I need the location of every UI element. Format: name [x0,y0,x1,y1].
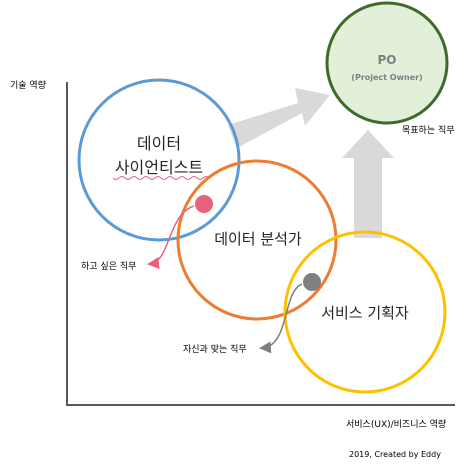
data-scientist-circle [77,78,241,242]
credit-text: 2019, Created by Eddy [349,450,441,459]
y-axis-label: 기술 역량 [10,79,46,91]
arrow-to-po-up [342,130,394,238]
desired-job-label: 하고 싶은 직무 [81,261,136,272]
desired-job-dot [195,195,213,213]
service-planner-circle [283,230,447,394]
fitting-job-label: 자신과 맞는 직무 [183,343,247,355]
arrow-to-po-right [228,88,330,148]
po-subtitle: (Project Owner) [351,73,422,82]
fitting-job-connector [259,283,303,354]
goal-job-label: 목표하는 직무 [402,125,455,136]
data-scientist-label-line1: 데이터 [137,134,181,153]
po-title: PO [378,53,397,67]
service-planner-label: 서비스 기획자 [321,304,409,322]
x-axis-label: 서비스(UX)/비즈니스 역량 [346,418,446,430]
fitting-job-dot [303,273,321,291]
data-analyst-circle [176,159,338,321]
data-scientist-label-line2: 사이언티스트 [115,158,203,177]
spellcheck-underline [112,176,210,180]
desired-job-connector [147,205,195,270]
data-analyst-label: 데이터 분석가 [214,230,302,248]
po-circle [325,1,449,125]
